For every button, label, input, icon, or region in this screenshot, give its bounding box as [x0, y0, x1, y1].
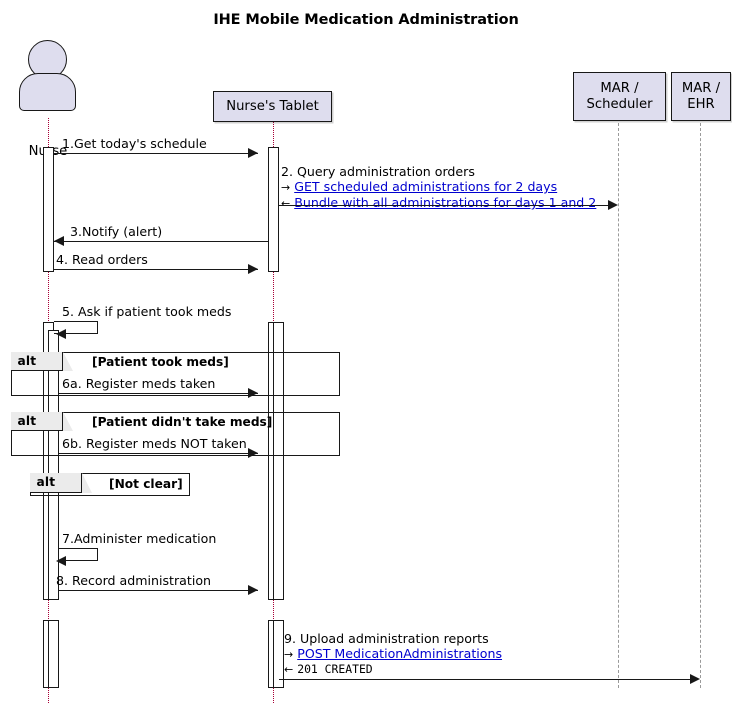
message-arrowhead-6b [248, 448, 258, 458]
message-subline-9-1: → POST MedicationAdministrations [284, 646, 502, 662]
activation-bar-tablet-2b [273, 322, 284, 600]
message-arrowhead-2 [608, 200, 618, 210]
message-subline-9-2: ← 201 CREATED [284, 662, 502, 677]
fragment-alt-1-tab: alt [10, 351, 63, 371]
message-label-1: 1.Get today's schedule [62, 136, 207, 151]
message-link-9-1[interactable]: POST MedicationAdministrations [297, 646, 503, 661]
participant-label-mar-scheduler-line1: MAR / [600, 80, 639, 96]
message-link-2-2[interactable]: Bundle with all administrations for days… [294, 195, 597, 210]
message-subline-2-1: → GET scheduled administrations for 2 da… [281, 179, 596, 195]
message-link-2-1[interactable]: GET scheduled administrations for 2 days [294, 179, 558, 194]
participant-nurse[interactable]: Nurse [0, 40, 100, 159]
message-arrow-4 [54, 269, 258, 270]
message-arrowhead-9 [690, 674, 700, 684]
fragment-alt-3-keyword: alt [36, 474, 56, 489]
message-arrowhead-7 [56, 556, 66, 566]
message-arrow-6a [59, 393, 258, 394]
activation-bar-nurse-3b [48, 620, 59, 688]
message-label-4: 4. Read orders [56, 252, 148, 267]
participant-label-mar-scheduler-line2: Scheduler [586, 96, 653, 112]
fragment-alt-2-condition: [Patient didn't take meds] [92, 415, 273, 429]
arrow-left-small-icon: ← [284, 663, 294, 676]
message-label-8: 8. Record administration [56, 573, 212, 588]
fragment-alt-2-tab: alt [10, 411, 63, 431]
activation-bar-tablet-1 [268, 147, 279, 272]
participant-label-mar-ehr-line1: MAR / [681, 80, 721, 96]
message-arrow-8 [59, 590, 258, 591]
participant-mar-scheduler[interactable]: MAR / Scheduler [573, 72, 666, 121]
activation-bar-nurse-1 [43, 147, 54, 272]
message-arrowhead-4 [248, 264, 258, 274]
diagram-title: IHE Mobile Medication Administration [213, 12, 519, 28]
message-group-9: 9. Upload administration reports → POST … [284, 631, 502, 677]
message-selfloop-7 [59, 548, 98, 561]
lifeline-mar-ehr [700, 118, 701, 688]
fragment-alt-1: alt [Patient took meds] [10, 351, 340, 396]
message-arrowhead-3 [54, 236, 64, 246]
message-arrowhead-8 [248, 585, 258, 595]
message-arrowhead-1 [248, 148, 258, 158]
message-arrowhead-5 [56, 329, 66, 339]
message-arrowhead-6a [248, 388, 258, 398]
fragment-alt-1-keyword: alt [17, 353, 37, 368]
message-subline-2-2: ← Bundle with all administrations for da… [281, 195, 596, 211]
actor-person-icon-body [19, 73, 76, 111]
participant-label-nurses-tablet: Nurse's Tablet [226, 98, 319, 114]
fragment-alt-3-condition: [Not clear] [109, 477, 183, 491]
participant-nurses-tablet[interactable]: Nurse's Tablet [213, 91, 332, 122]
fragment-alt-2: alt [Patient didn't take meds] [10, 411, 340, 456]
fragment-alt-3-tab: alt [29, 472, 82, 493]
arrow-left-small-icon: ← [281, 197, 291, 210]
message-arrow-1 [54, 153, 258, 154]
message-label-2: 2. Query administration orders [281, 164, 475, 179]
lifeline-mar-scheduler [618, 118, 619, 688]
fragment-alt-1-condition: [Patient took meds] [92, 355, 229, 369]
fragment-alt-1-tab-skew [62, 351, 73, 371]
activation-bar-nurse-nested [48, 330, 59, 600]
message-selfloop-5 [54, 321, 98, 334]
participant-mar-ehr[interactable]: MAR / EHR [671, 72, 731, 121]
fragment-alt-2-tab-skew [62, 411, 73, 431]
fragment-alt-3-tab-skew [81, 472, 92, 493]
message-label-5: 5. Ask if patient took meds [62, 304, 232, 319]
arrow-right-small-icon: → [281, 181, 291, 194]
arrow-right-small-icon: → [284, 648, 294, 661]
message-label-6b: 6b. Register meds NOT taken [62, 436, 247, 451]
fragment-alt-2-keyword: alt [17, 413, 37, 428]
message-group-2: 2. Query administration orders → GET sch… [281, 164, 596, 211]
message-status-9-2: 201 CREATED [297, 662, 373, 676]
participant-label-mar-ehr-line2: EHR [687, 96, 715, 112]
message-label-7: 7.Administer medication [62, 531, 217, 546]
message-arrow-3 [54, 241, 268, 242]
activation-bar-tablet-3b [273, 620, 284, 688]
fragment-alt-3: alt [Not clear] [29, 472, 190, 496]
message-arrow-9 [279, 679, 696, 680]
message-label-3: 3.Notify (alert) [70, 224, 163, 239]
message-arrow-2 [279, 205, 614, 206]
message-arrow-6b [59, 453, 258, 454]
message-label-6a: 6a. Register meds taken [62, 376, 216, 391]
message-label-9: 9. Upload administration reports [284, 631, 489, 646]
